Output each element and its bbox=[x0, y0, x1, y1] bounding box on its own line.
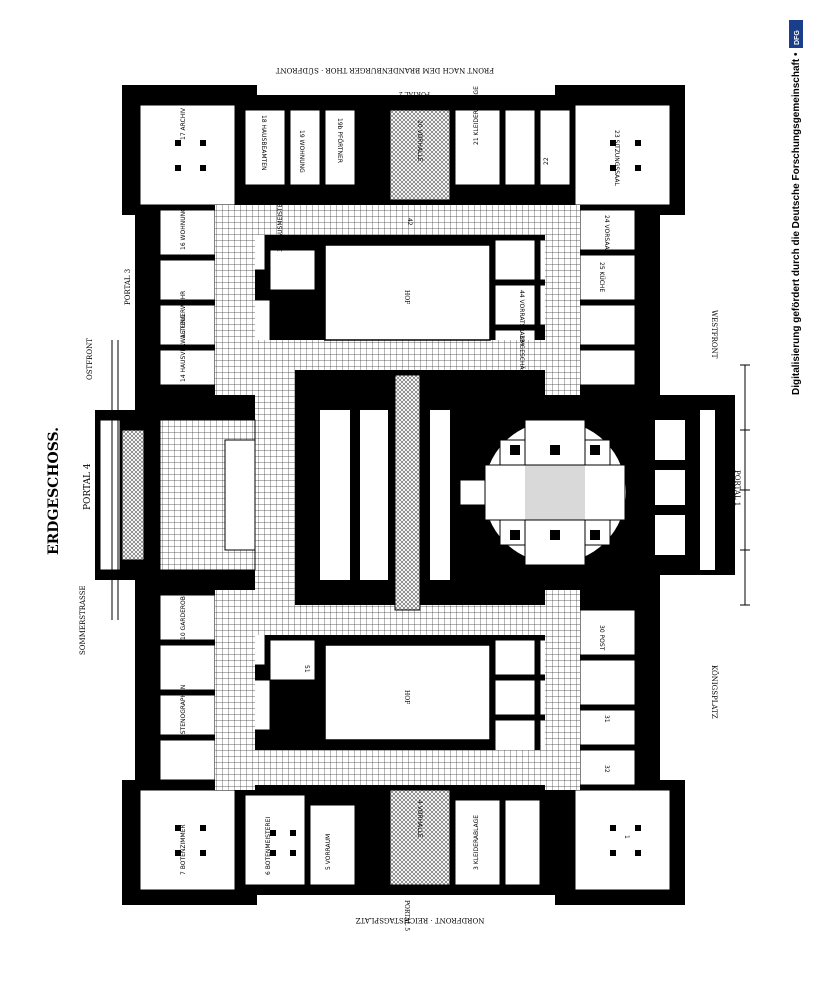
label-portal-3: PORTAL 3 bbox=[124, 269, 132, 305]
room-42: 42 bbox=[406, 218, 413, 226]
dfg-credit: DFG Digitalisierung gefördert durch die … bbox=[789, 20, 803, 395]
room-1: 1 bbox=[623, 835, 630, 839]
courtyards bbox=[324, 244, 491, 741]
room-22: 22 bbox=[543, 157, 550, 165]
court-south bbox=[324, 244, 491, 341]
label-portal-1: PORTAL 1 bbox=[733, 470, 741, 506]
room-5: 5 VORRAUM bbox=[325, 834, 332, 870]
room-16: 16 WOHNUNG bbox=[180, 207, 187, 250]
label-east-front: OSTFRONT bbox=[86, 338, 94, 380]
label-portal-5: PORTAL 5 bbox=[403, 900, 410, 931]
room-30: 30 POST bbox=[598, 625, 605, 651]
room-51: 51 bbox=[303, 665, 310, 673]
room-31: 31 bbox=[603, 715, 610, 723]
room-23: 23 SITZUNGSSAAL bbox=[613, 130, 620, 187]
room-7: 7 BOTENZIMMER bbox=[180, 824, 187, 875]
labels: ERDGESCHOSS. FRONT NACH DEM BRANDENBURGE… bbox=[46, 66, 741, 931]
room-33: 33 GESCHÄFTSRAUM bbox=[518, 335, 525, 398]
room-14: 14 HAUSVERWALTUNG bbox=[180, 314, 187, 382]
room-6: 6 BOTENMEISTEREI bbox=[265, 817, 272, 875]
room-24: 24 VORSAAL bbox=[603, 215, 610, 254]
room-19b: 19b PFÖRTNER bbox=[336, 118, 343, 163]
room-34: 34 HAUSMEISTER bbox=[277, 199, 284, 252]
room-4: 4 VORHALLE bbox=[416, 800, 423, 838]
room-25: 25 KÜCHE bbox=[598, 262, 605, 292]
central-hall bbox=[159, 374, 455, 611]
label-west-front: WESTFRONT bbox=[710, 310, 718, 359]
corridors bbox=[215, 205, 580, 790]
room-15: 15 FEUERWEHR bbox=[180, 291, 187, 338]
scale-bar bbox=[740, 364, 750, 606]
room-65: 65 bbox=[343, 392, 350, 400]
room-20: 20 VORHALLE bbox=[416, 120, 423, 162]
label-portal-4: PORTAL 4 bbox=[83, 463, 93, 510]
room-36: 36 bbox=[280, 322, 287, 330]
label-court-north: HOF bbox=[403, 690, 410, 704]
label-north-front: NORDFRONT · REICHSTAGSPLATZ bbox=[355, 916, 484, 924]
room-10: 10 GARDEROBE bbox=[180, 592, 187, 640]
room-49: 49 bbox=[293, 725, 300, 733]
credit-text: Digitalisierung gefördert durch die Deut… bbox=[791, 52, 802, 395]
room-21: 21 KLEIDERABLAGE bbox=[473, 86, 480, 145]
court-north bbox=[324, 644, 491, 741]
room-13: 13 bbox=[183, 400, 190, 408]
room-3: 3 KLEIDERABLAGE bbox=[473, 815, 480, 870]
plenary-dome bbox=[450, 405, 715, 580]
portal-4-steps bbox=[99, 340, 145, 620]
label-court-south: HOF bbox=[403, 290, 410, 304]
dfg-logo-text: DFG bbox=[794, 30, 801, 45]
label-sommerstrasse: SOMMERSTRASSE bbox=[79, 585, 87, 655]
dfg-logo bbox=[789, 20, 803, 48]
room-50: 50 bbox=[283, 695, 290, 703]
room-61: 61 bbox=[343, 590, 350, 598]
plan-title: ERDGESCHOSS. bbox=[46, 427, 62, 555]
room-19: 19 WOHNUNG bbox=[298, 130, 305, 173]
label-portal-2: PORTAL 2 bbox=[399, 90, 430, 97]
label-south-front: FRONT NACH DEM BRANDENBURGER THOR · SÜDF… bbox=[276, 66, 495, 75]
columns bbox=[175, 140, 641, 856]
label-koenigsplatz: KÖNIGSPLATZ bbox=[710, 665, 719, 719]
room-32: 32 bbox=[603, 765, 610, 773]
room-17: 17 ARCHIV bbox=[180, 107, 187, 140]
room-44: 44 VORRATSRAUM bbox=[518, 290, 525, 345]
room-9: 9 STENOGRAPHEN bbox=[180, 685, 187, 740]
room-18: 18 HAUSBEAMTEN bbox=[260, 115, 267, 171]
room-11: 11 bbox=[183, 577, 190, 585]
room-2: 2 bbox=[538, 830, 545, 834]
